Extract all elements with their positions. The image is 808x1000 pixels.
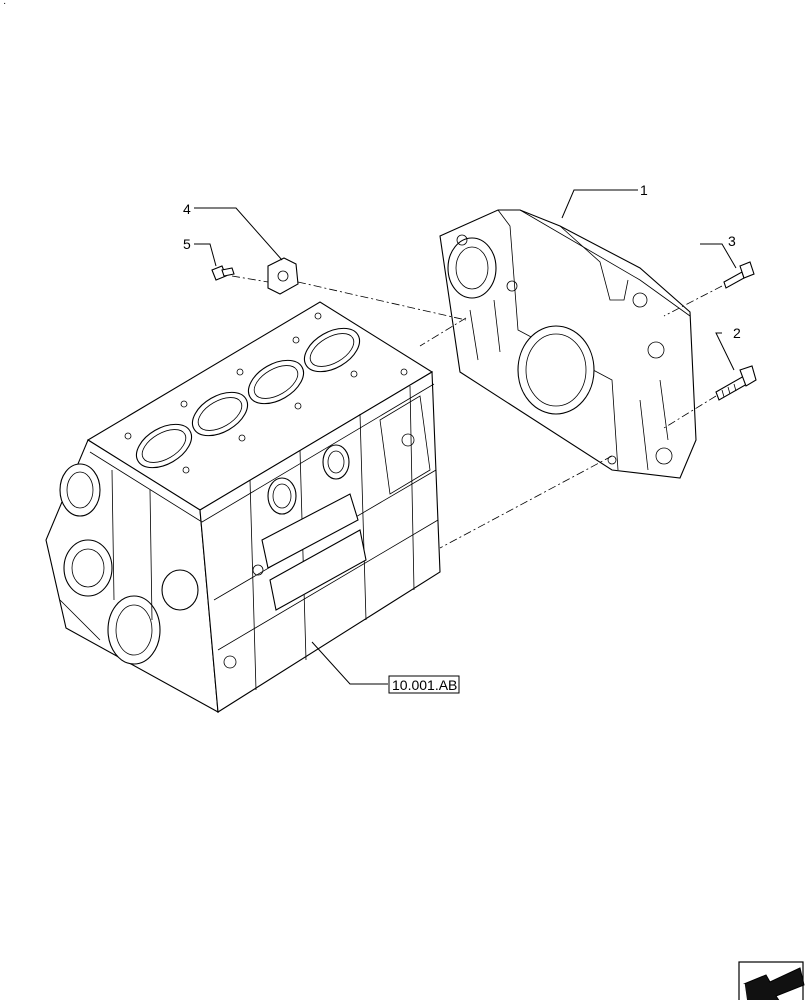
assembly-centerlines — [231, 275, 723, 549]
corner-mark: · — [3, 0, 7, 9]
timing-cover-part-1 — [439, 209, 697, 479]
callout-1: 1 — [640, 182, 648, 198]
engine-block — [45, 301, 441, 713]
callout-3: 3 — [728, 233, 736, 249]
next-page-arrow-icon[interactable] — [738, 961, 805, 1000]
bolt-part-2 — [715, 365, 757, 401]
callout-4: 4 — [183, 201, 191, 217]
callout-2: 2 — [733, 325, 741, 341]
reference-box[interactable]: 10.001.AB — [388, 675, 460, 694]
bracket-part-4 — [267, 257, 299, 295]
reference-label: 10.001.AB — [392, 677, 457, 693]
bolt-part-3 — [723, 261, 755, 289]
screw-part-5 — [211, 265, 235, 281]
leader-lines — [194, 189, 737, 685]
callout-5: 5 — [183, 236, 191, 252]
